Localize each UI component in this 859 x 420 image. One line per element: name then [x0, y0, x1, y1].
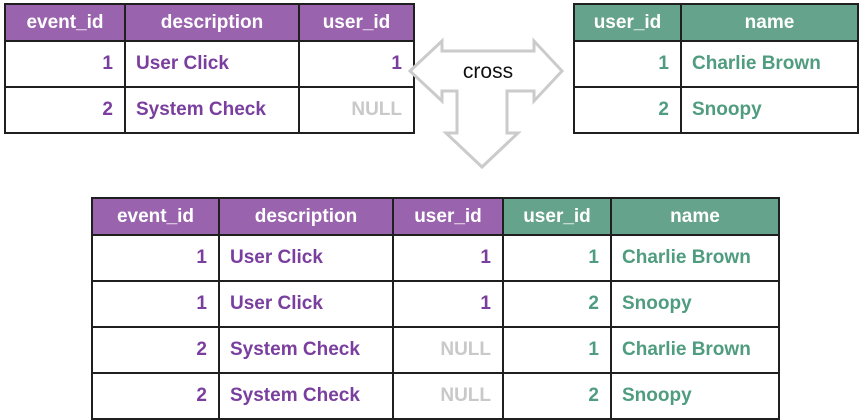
cell-event-id: 2 [91, 326, 220, 374]
cell-user-id: 1 [298, 40, 415, 88]
cell-name: Snoopy [610, 280, 780, 328]
cell-user-id: 1 [502, 234, 612, 282]
cell-event-id: 2 [4, 86, 126, 134]
cell-user-id-null: NULL [298, 86, 415, 134]
cell-user-id: 1 [573, 40, 682, 88]
cell-description: User Click [124, 40, 300, 88]
column-header-user-id: user_id [573, 3, 682, 42]
three-way-arrow-shape [407, 37, 565, 170]
cell-event-id: 1 [91, 234, 220, 282]
table-row: 1 Charlie Brown [573, 40, 859, 88]
right-table-header-row: user_id name [573, 3, 859, 42]
table-row: 2 System Check NULL [4, 86, 415, 134]
cell-description: System Check [218, 372, 394, 420]
cell-event-id: 2 [91, 372, 220, 420]
cell-description: User Click [218, 280, 394, 328]
cell-event-id: 1 [91, 280, 220, 328]
cell-user-id: 1 [392, 234, 504, 282]
column-header-event-id: event_id [4, 3, 126, 42]
cell-description: System Check [124, 86, 300, 134]
cell-user-id-null: NULL [392, 372, 504, 420]
right-table: user_id name 1 Charlie Brown 2 Snoopy [573, 3, 859, 134]
cell-name: Charlie Brown [610, 326, 780, 374]
column-header-event-id: event_id [91, 197, 220, 236]
column-header-description: description [218, 197, 394, 236]
cell-user-id: 2 [502, 280, 612, 328]
result-table: event_id description user_id user_id nam… [91, 197, 780, 420]
cell-user-id: 1 [392, 280, 504, 328]
left-table-header-row: event_id description user_id [4, 3, 415, 42]
cell-user-id-null: NULL [392, 326, 504, 374]
cell-description: User Click [218, 234, 394, 282]
column-header-name: name [610, 197, 780, 236]
cell-user-id: 2 [502, 372, 612, 420]
cell-description: System Check [218, 326, 394, 374]
column-header-user-id: user_id [392, 197, 504, 236]
table-row: 2 System Check NULL 1 Charlie Brown [91, 326, 780, 374]
column-header-name: name [680, 3, 859, 42]
result-table-header-row: event_id description user_id user_id nam… [91, 197, 780, 236]
table-row: 1 User Click 1 2 Snoopy [91, 280, 780, 328]
cell-event-id: 1 [4, 40, 126, 88]
cell-name: Charlie Brown [680, 40, 859, 88]
table-row: 2 System Check NULL 2 Snoopy [91, 372, 780, 420]
cross-join-arrow: cross [407, 37, 565, 170]
left-table: event_id description user_id 1 User Clic… [4, 3, 415, 134]
column-header-user-id: user_id [502, 197, 612, 236]
cell-name: Snoopy [610, 372, 780, 420]
table-row: 1 User Click 1 1 Charlie Brown [91, 234, 780, 282]
cell-user-id: 1 [502, 326, 612, 374]
cross-operation-label: cross [463, 60, 513, 83]
table-row: 2 Snoopy [573, 86, 859, 134]
table-row: 1 User Click 1 [4, 40, 415, 88]
cell-name: Charlie Brown [610, 234, 780, 282]
cell-user-id: 2 [573, 86, 682, 134]
column-header-user-id: user_id [298, 3, 415, 42]
column-header-description: description [124, 3, 300, 42]
cell-name: Snoopy [680, 86, 859, 134]
